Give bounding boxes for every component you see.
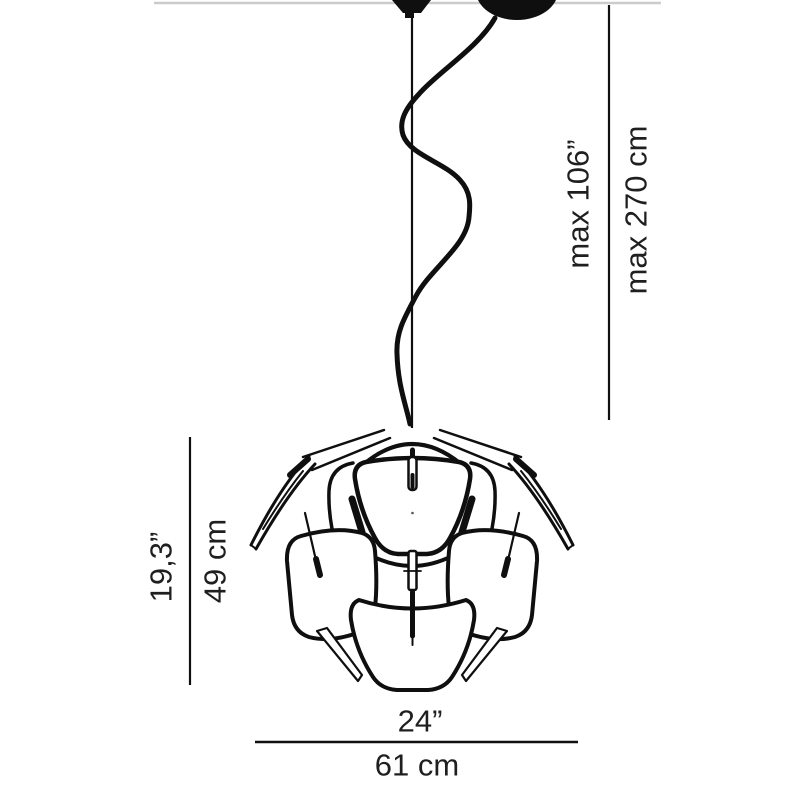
fixture-height-cm-label: 49 cm [197, 518, 233, 604]
arm-strut [432, 436, 514, 472]
fixture-height-inches-label: 19,3” [143, 531, 179, 603]
right-petal-hanger [501, 511, 521, 578]
canopy-disc-icon [478, 0, 556, 20]
right-hanger-bar [458, 495, 476, 536]
suspension-max-cm-label: max 270 cm [618, 125, 654, 295]
arm-strut [438, 428, 523, 459]
power-cord-icon [394, 15, 498, 427]
suspension-max-inches-label: max 106” [560, 139, 596, 269]
arm-strut [310, 436, 392, 472]
central-rod [403, 549, 422, 646]
left-bottom-spike [315, 626, 364, 683]
left-petal-hanger [303, 511, 323, 578]
fixture-width-cm-label: 61 cm [374, 747, 460, 783]
top-hanger-pin [407, 447, 418, 515]
right-wing-blade [507, 454, 575, 551]
arm-strut [301, 428, 386, 459]
lamp-body-icon [249, 428, 575, 692]
ceiling-mount-stem [405, 13, 414, 18]
upper-center-petal [352, 455, 473, 557]
fixture-width-inches-label: 24” [397, 703, 443, 739]
left-wing-blade [249, 454, 317, 551]
top-arch-petal [362, 442, 463, 466]
ceiling-mount-icon [392, 0, 431, 13]
right-bottom-spike [460, 626, 509, 683]
left-hanger-bar [348, 495, 366, 536]
